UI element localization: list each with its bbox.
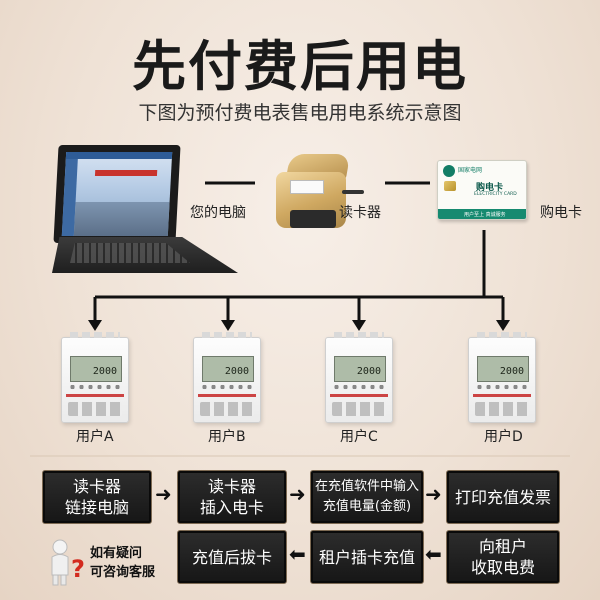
user-label-c: 用户C <box>340 429 378 445</box>
flow-arrow-left-icon: ⬅ <box>425 542 442 566</box>
user-label-d: 用户D <box>484 429 523 445</box>
step-line1: 在充值软件中输入 <box>314 479 419 494</box>
card-name: 购电卡 <box>476 183 504 193</box>
electricity-card-illustration: 国家电网 购电卡 ELECTRICITY CARD 用户至上 真诚服务 <box>437 160 527 220</box>
flow-arrow-right-icon: ➜ <box>425 482 442 506</box>
flow-arrow-right-icon: ➜ <box>289 482 306 506</box>
step-enter-amount: 在充值软件中输入 充值电量(金额) <box>310 470 424 524</box>
meter-user-b: 2000 <box>193 332 261 423</box>
step-line2: 充值电量(金额) <box>322 499 412 514</box>
laptop-keys <box>70 243 190 263</box>
step-remove-card: 充值后拔卡 <box>177 530 287 584</box>
step-line2: 链接电脑 <box>64 498 129 517</box>
reader-label: 读卡器 <box>339 205 381 221</box>
card-chip-icon <box>444 181 456 191</box>
step-line2: 插入电卡 <box>199 498 264 517</box>
hint-line2: 可咨询客服 <box>90 565 156 580</box>
meter-reading: 2000 <box>356 366 381 377</box>
meter-lcd: 2000 <box>70 356 122 382</box>
arrow-user-b <box>221 320 235 331</box>
step-tenant-recharge: 租户插卡充值 <box>310 530 424 584</box>
card-org: 国家电网 <box>458 167 483 174</box>
meter-user-a: 2000 <box>61 332 129 423</box>
question-person-icon: ? <box>51 539 85 586</box>
arrow-user-c <box>352 320 366 331</box>
arrow-user-d <box>496 320 510 331</box>
meter-reading: 2000 <box>224 366 249 377</box>
card-name-en: ELECTRICITY CARD <box>474 192 517 197</box>
step-link-computer: 读卡器 链接电脑 <box>42 470 152 524</box>
meter-reading: 2000 <box>499 366 524 377</box>
step-line1: 读卡器 <box>72 477 121 496</box>
card-label: 购电卡 <box>540 205 582 221</box>
meter-reading: 2000 <box>92 366 117 377</box>
laptop-illustration <box>52 145 242 275</box>
meter-user-d: 2000 <box>468 332 536 423</box>
grid-logo-icon <box>443 165 455 177</box>
page-subtitle: 下图为预付费电表售电用电系统示意图 <box>138 102 462 124</box>
arrow-user-a <box>88 320 102 331</box>
card-reader-illustration <box>270 150 365 230</box>
step-collect-fee: 向租户 收取电费 <box>446 530 560 584</box>
page-title: 先付费后用电 <box>132 35 468 98</box>
step-line1: 充值后拔卡 <box>191 547 272 567</box>
user-label-a: 用户A <box>76 429 114 445</box>
flow-arrow-right-icon: ➜ <box>155 482 172 506</box>
svg-text:?: ? <box>71 555 85 583</box>
flow-arrow-left-icon: ⬅ <box>289 542 306 566</box>
step-insert-card: 读卡器 插入电卡 <box>177 470 287 524</box>
laptop-screen <box>61 152 173 236</box>
card-stripe-text: 用户至上 真诚服务 <box>464 212 506 218</box>
meter-lcd: 2000 <box>202 356 254 382</box>
step-line1: 读卡器 <box>207 477 256 496</box>
meter-lcd: 2000 <box>477 356 529 382</box>
meter-lcd: 2000 <box>334 356 386 382</box>
step-line2: 收取电费 <box>470 558 535 577</box>
meter-user-c: 2000 <box>325 332 393 423</box>
computer-label: 您的电脑 <box>190 205 246 221</box>
laptop-screen-frame <box>53 145 181 243</box>
help-hint: 如有疑问 可咨询客服 <box>90 544 155 582</box>
hint-line1: 如有疑问 <box>90 546 143 561</box>
user-label-b: 用户B <box>208 429 246 445</box>
step-line1: 向租户 <box>478 537 527 556</box>
step-line1: 打印充值发票 <box>454 487 551 507</box>
step-print-invoice: 打印充值发票 <box>446 470 560 524</box>
step-line1: 租户插卡充值 <box>318 547 415 567</box>
